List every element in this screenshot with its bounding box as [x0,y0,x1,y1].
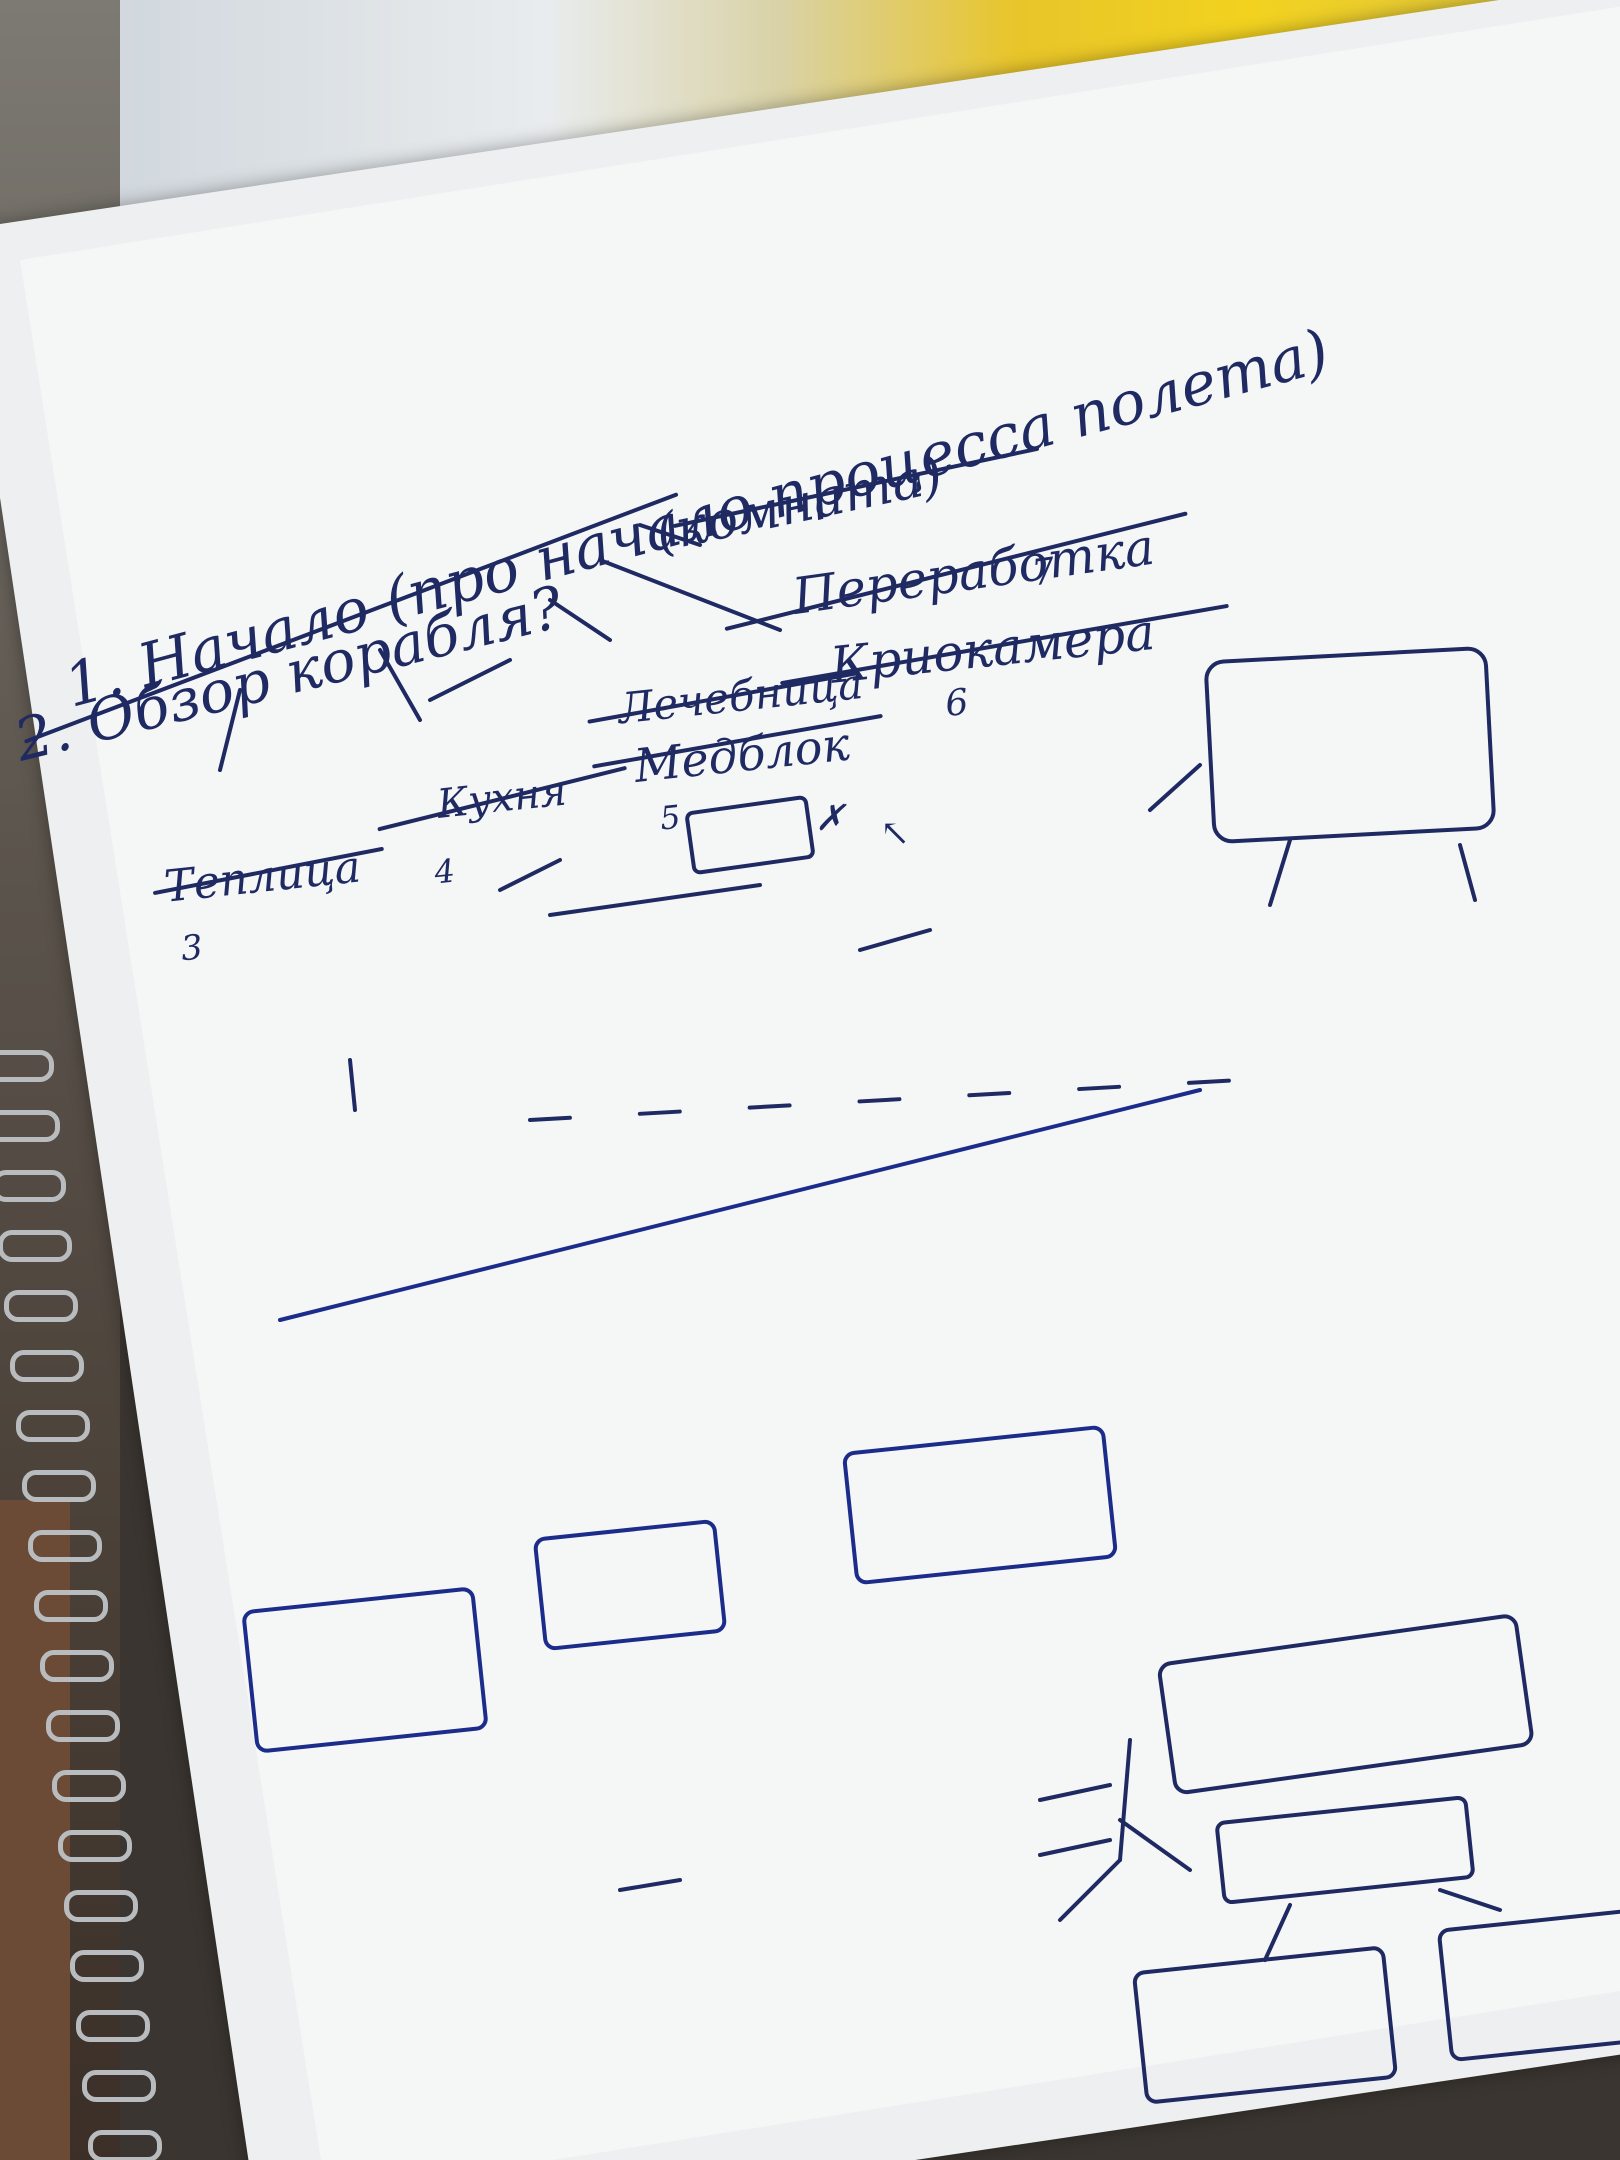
box-minus-rakety [1132,1946,1398,2104]
arrow-magiya [1058,1858,1122,1922]
connector [638,523,702,547]
arrow-neudacha [1118,1818,1192,1872]
branch-main [278,1088,1202,1322]
crossed-kriokamera: Криокамера [827,603,1158,695]
branch-obsl [140,1326,418,1355]
arrow-to-box [1148,763,1202,812]
box-plus-kosm [533,1519,727,1651]
box-plus-rakety [242,1587,488,1753]
spiral-ring [88,2130,162,2160]
spiral-ring [0,1230,72,1262]
arrow-success [1268,838,1292,907]
crossed-arrow [548,883,762,917]
strike-line [24,492,679,744]
son-cross: ✗ [815,798,847,839]
son-box [685,795,815,875]
spiral-ring [82,2070,156,2102]
num-6: 6 [943,682,970,725]
connector [598,558,782,632]
arrow-forward [858,928,932,952]
num-5: 5 [658,798,682,838]
connector [428,658,512,702]
connector [218,688,242,772]
branch-proby [1192,1091,1469,1130]
spiral-ring [4,1290,78,1322]
spiral-ring [34,1590,108,1622]
spiral-ring [64,1890,138,1922]
spiral-ring [0,1050,54,1082]
strike-line [153,846,384,895]
strike-line [377,766,627,832]
box-razrush [1437,1908,1620,2062]
arrow-razrush [1438,1888,1502,1912]
strike-line [587,671,858,724]
merge-line [1118,1738,1132,1862]
arrow-back [498,858,562,892]
arrow-minus [1263,1903,1292,1962]
arrow-down [348,1058,357,1112]
success-text [1112,871,1389,910]
connector [548,598,612,642]
arrow-nauka [1038,1838,1112,1857]
branch-nauch [433,1282,791,1320]
num-4: 4 [432,852,457,892]
box-minus-kosm-text [864,1432,1103,1457]
dashed-line [528,1078,1242,1122]
strike-line [780,604,1229,685]
spiral-ring [0,1110,60,1142]
connector [378,648,422,722]
num-3-small: 3 [179,927,205,969]
spiral-ring [0,1170,66,1202]
spiral-ring [22,1470,96,1502]
spiral-ring [46,1710,120,1742]
box-uspeshny [1157,1614,1534,1795]
strike-line [724,511,1188,631]
spiral-ring [58,1830,132,1862]
arrow-polomka [618,1878,682,1892]
spiral-ring [76,2010,150,2042]
box-neudacha [1215,1795,1475,1905]
spiral-ring [40,1650,114,1682]
spiral-ring [70,1950,144,1982]
uspeshny-text [1175,1625,1512,1672]
sleep-box [1204,646,1496,844]
box-minus-kosm [842,1425,1118,1585]
spiral-ring [16,1410,90,1442]
crossed-teplica: Теплица [162,841,363,912]
arrow-intu [1038,1783,1112,1802]
spiral-ring [28,1530,102,1562]
strike-line [592,714,883,769]
strike-line [673,446,1040,528]
arrow-fail [1458,843,1477,902]
fail-text [1403,903,1571,927]
spiral-ring [52,1770,126,1802]
up-arrow: ↖ [880,813,910,854]
spiral-ring [10,1350,84,1382]
